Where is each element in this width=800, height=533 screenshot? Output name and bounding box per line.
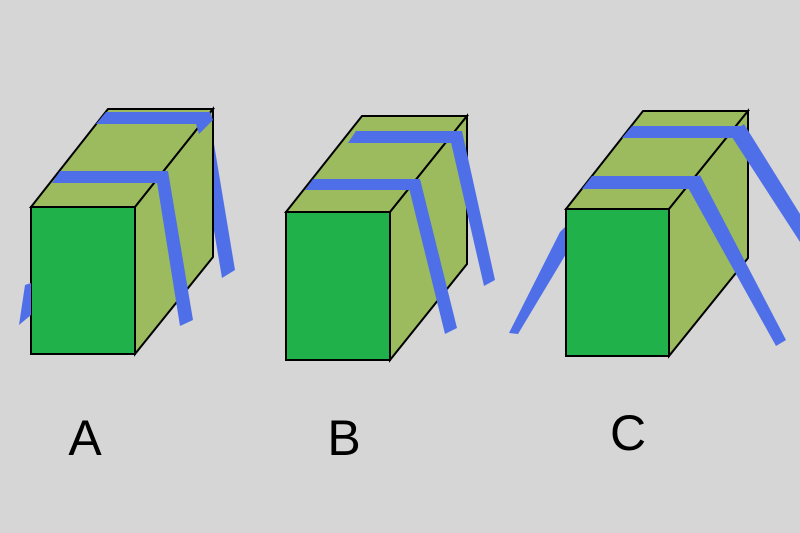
- option-c-front-face: [565, 208, 670, 357]
- option-b: [283, 113, 495, 363]
- option-c-left-strap-end: [509, 226, 566, 334]
- option-b-front-strap-side: [408, 179, 457, 334]
- option-b-label: B: [327, 410, 360, 466]
- option-c-label: C: [610, 405, 646, 461]
- option-a-left-strap-end: [19, 283, 31, 325]
- option-a: [19, 106, 235, 357]
- option-b-front-face: [285, 211, 391, 361]
- option-a-back-strap-top: [96, 112, 210, 124]
- option-a-front-strap-side: [156, 171, 193, 326]
- option-b-back-strap-top: [348, 131, 462, 143]
- option-c-front-strap-side: [686, 175, 786, 346]
- option-b-back-strap-side: [450, 131, 495, 286]
- option-a-back-strap-corner: [196, 112, 213, 134]
- option-c: [509, 108, 800, 359]
- option-b-front-strap-top: [305, 179, 420, 190]
- option-a-front-face: [30, 206, 136, 355]
- option-c-back-strap-top: [622, 126, 744, 138]
- option-c-front-strap-top: [582, 176, 700, 189]
- option-a-label: A: [68, 410, 102, 466]
- option-a-front-strap-top: [52, 171, 168, 183]
- option-c-back-strap-side: [730, 124, 800, 242]
